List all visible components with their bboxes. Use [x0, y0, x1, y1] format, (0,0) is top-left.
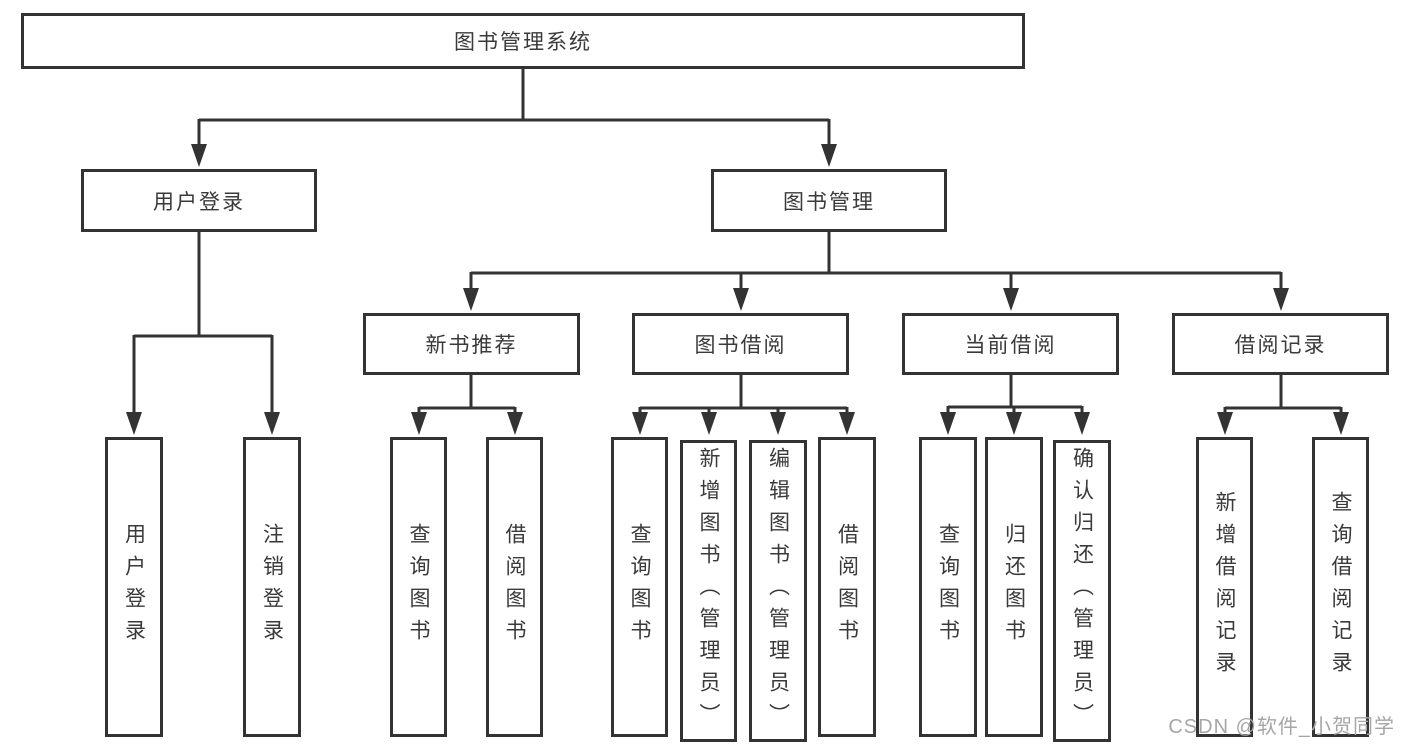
leaf-label: 查询借阅记录	[1329, 491, 1352, 683]
leaf-current-query-books: 查询图书	[919, 437, 977, 737]
watermark: CSDN @软件_小贺同学	[1168, 716, 1395, 738]
leaf-current-confirm-return-admin: 确认归还（管理员）	[1053, 440, 1111, 742]
leaf-label: 注销登录	[260, 523, 284, 651]
connector-current-borrow-to-leaves	[946, 375, 1084, 414]
node-book-mgmt: 图书管理	[711, 169, 947, 232]
connector-user-login-to-leaves	[132, 232, 274, 414]
leaf-borrow-edit-books-admin: 编辑图书（管理员）	[749, 440, 807, 742]
node-book-borrow-label: 图书借阅	[694, 334, 787, 357]
leaf-user-login: 用户登录	[105, 437, 163, 737]
node-current-borrow: 当前借阅	[902, 313, 1119, 375]
leaf-borrow-add-books-admin: 新增图书（管理员）	[680, 440, 737, 742]
node-borrow-records: 借阅记录	[1172, 313, 1389, 375]
leaf-label: 用户登录	[122, 523, 146, 651]
leaf-label: 查询图书	[407, 523, 430, 651]
node-current-borrow-label: 当前借阅	[964, 334, 1057, 357]
leaf-records-add-record: 新增借阅记录	[1196, 437, 1253, 737]
connector-new-books-to-leaves	[417, 375, 517, 414]
node-root: 图书管理系统	[21, 13, 1025, 69]
leaf-current-return-books: 归还图书	[985, 437, 1043, 737]
leaf-label: 编辑图书（管理员）	[766, 447, 790, 735]
leaf-borrow-borrow-books: 借阅图书	[818, 437, 876, 737]
node-borrow-records-label: 借阅记录	[1234, 334, 1327, 357]
leaf-label: 查询图书	[936, 523, 960, 651]
leaf-newbooks-query-books: 查询图书	[390, 437, 447, 737]
leaf-label: 新增图书（管理员）	[697, 447, 720, 735]
node-book-mgmt-label: 图书管理	[783, 190, 875, 214]
leaf-label: 借阅图书	[835, 523, 859, 651]
node-root-label: 图书管理系统	[454, 31, 592, 54]
node-book-borrow: 图书借阅	[632, 313, 849, 375]
leaf-label: 查询图书	[628, 523, 651, 651]
leaf-newbooks-borrow-books: 借阅图书	[486, 437, 543, 737]
connector-book-borrow-to-leaves	[638, 375, 849, 414]
leaf-label: 归还图书	[1002, 523, 1026, 651]
connector-borrow-records-to-leaves	[1223, 375, 1343, 414]
leaf-label: 新增借阅记录	[1213, 491, 1236, 683]
leaf-label: 借阅图书	[503, 523, 526, 651]
leaf-records-query-record: 查询借阅记录	[1312, 437, 1369, 737]
leaf-logout: 注销登录	[243, 437, 301, 737]
node-new-books: 新书推荐	[363, 313, 580, 375]
leaf-borrow-query-books: 查询图书	[611, 437, 668, 737]
node-user-login: 用户登录	[81, 169, 317, 232]
connector-book-mgmt-to-level3	[469, 232, 1283, 291]
leaf-label: 确认归还（管理员）	[1070, 447, 1094, 735]
node-user-login-label: 用户登录	[153, 190, 245, 214]
node-new-books-label: 新书推荐	[425, 334, 518, 357]
connector-root-to-level2	[197, 69, 831, 148]
